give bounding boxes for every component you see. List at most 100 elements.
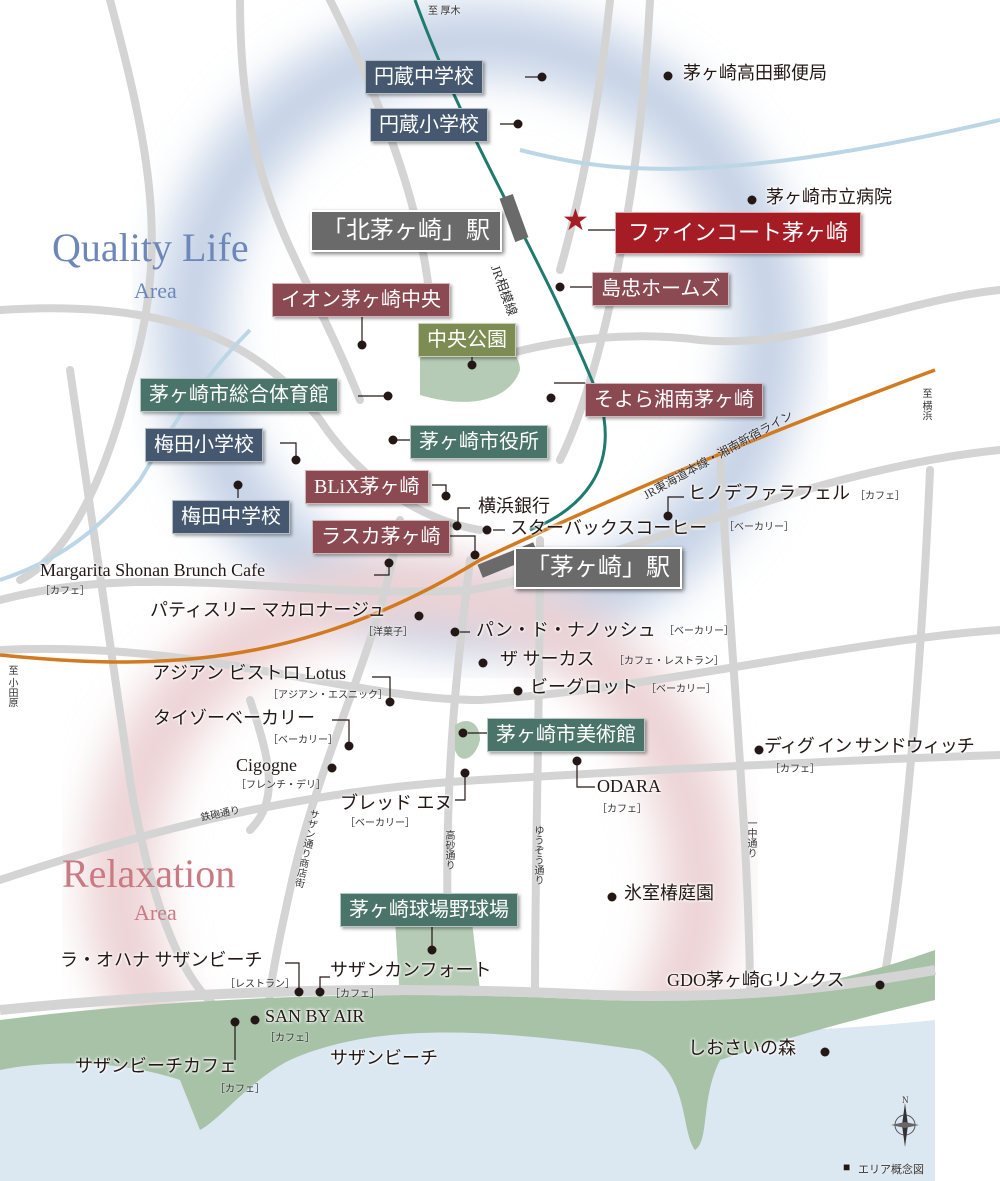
poi-label[interactable]: GDO茅ヶ崎Gリンクス — [667, 970, 845, 990]
station-chigasaki[interactable]: 「茅ヶ崎」駅 — [514, 547, 682, 589]
poi-category-tag: ［カフェ・レストラン］ — [614, 656, 724, 667]
poi-label[interactable]: ラ・オハナ サザンビーチ — [60, 950, 263, 970]
poi-label[interactable]: タイゾーベーカリー — [153, 708, 315, 728]
poi-marker-dot — [820, 1047, 830, 1057]
poi-label[interactable]: サザンビーチ — [330, 1048, 438, 1068]
poi-box-public[interactable]: 茅ヶ崎球場野球場 — [340, 893, 518, 927]
poi-marker-dot — [414, 611, 424, 621]
relaxation-area-sub: Area — [134, 900, 177, 925]
poi-box-public[interactable]: 茅ヶ崎市総合体育館 — [140, 378, 338, 412]
poi-marker-dot — [383, 391, 393, 401]
poi-category-tag: ［洋菓子］ — [363, 627, 413, 638]
road-label: 至 厚木 — [428, 6, 461, 17]
poi-box-commercial[interactable]: そよら湘南茅ヶ崎 — [585, 383, 763, 417]
poi-label[interactable]: Margarita Shonan Brunch Cafe — [40, 560, 266, 580]
poi-marker-dot — [460, 768, 470, 778]
poi-marker-dot — [427, 945, 437, 955]
poi-marker-dot — [385, 697, 395, 707]
poi-marker-dot — [663, 511, 673, 521]
poi-marker-dot — [467, 360, 477, 370]
poi-box-school[interactable]: 梅田小学校 — [145, 428, 263, 462]
road-label: 高砂通り — [443, 830, 454, 870]
road-label: ゆうぞう通り — [532, 825, 543, 885]
compass — [891, 1103, 919, 1147]
poi-marker-dot — [384, 558, 394, 568]
poi-marker-dot — [546, 393, 556, 403]
poi-marker-dot — [357, 340, 367, 350]
poi-label[interactable]: パン・ド・ナノッシュ — [476, 620, 656, 640]
poi-marker-dot — [607, 892, 617, 902]
poi-label[interactable]: 茅ヶ崎高田郵便局 — [683, 63, 827, 83]
poi-marker-dot — [513, 119, 523, 129]
poi-marker-dot — [663, 71, 673, 81]
poi-marker-dot — [250, 1015, 260, 1025]
poi-label[interactable]: ヒノデファラフェル — [688, 483, 850, 503]
poi-box-commercial[interactable]: ラスカ茅ヶ崎 — [312, 520, 450, 554]
poi-marker-dot — [344, 741, 354, 751]
poi-label[interactable]: 横浜銀行 — [478, 496, 550, 516]
legend-marker: ■ — [843, 1160, 851, 1174]
poi-marker-dot — [482, 525, 492, 535]
poi-label[interactable]: 氷室椿庭園 — [624, 883, 714, 903]
river — [519, 118, 1000, 171]
poi-box-commercial[interactable]: イオン茅ヶ崎中央 — [272, 283, 450, 317]
poi-marker-dot — [450, 627, 460, 637]
poi-label[interactable]: アジアン ビストロ Lotus — [152, 663, 347, 683]
poi-marker-dot — [572, 756, 582, 766]
station-kita-chigasaki[interactable]: 「北茅ヶ崎」駅 — [310, 210, 502, 252]
star-icon: ★ — [562, 204, 589, 237]
poi-box-school[interactable]: 円蔵小学校 — [370, 108, 488, 142]
poi-label[interactable]: スターバックスコーヒー — [510, 518, 708, 538]
poi-label[interactable]: SAN BY AIR — [265, 1006, 365, 1026]
poi-label[interactable]: ザ サーカス — [500, 649, 595, 669]
poi-box-school[interactable]: 梅田中学校 — [172, 500, 290, 534]
poi-marker-dot — [458, 728, 468, 738]
poi-box-public[interactable]: 茅ヶ崎市役所 — [410, 425, 548, 459]
poi-label[interactable]: ODARA — [597, 776, 662, 796]
poi-category-tag: ［カフェ］ — [330, 989, 380, 1000]
poi-label[interactable]: しおさいの森 — [688, 1038, 796, 1058]
poi-marker-dot — [555, 282, 565, 292]
poi-marker-dot — [315, 987, 325, 997]
poi-category-tag: ［カフェ］ — [855, 491, 905, 502]
poi-marker-dot — [327, 763, 337, 773]
poi-box-school[interactable]: 円蔵中学校 — [365, 60, 483, 94]
property-label-fine-court-chigasaki[interactable]: ファインコート茅ヶ崎 — [615, 212, 862, 254]
poi-box-public[interactable]: 茅ヶ崎市美術館 — [487, 718, 645, 752]
quality-life-area-sub: Area — [134, 278, 177, 303]
poi-marker-dot — [875, 980, 885, 990]
poi-label[interactable]: Cigogne — [236, 755, 297, 775]
poi-marker-dot — [230, 1017, 240, 1027]
baseball-park — [395, 905, 480, 1000]
poi-label[interactable]: パティスリー マカロナージュ — [150, 600, 386, 620]
poi-category-tag: ［ベーカリー］ — [345, 818, 415, 829]
poi-marker-dot — [233, 480, 243, 490]
road-label: 至 小田原 — [6, 665, 17, 708]
poi-category-tag: ［フレンチ・デリ］ — [236, 780, 326, 791]
jr-tokaido-line — [0, 368, 936, 664]
poi-label[interactable]: 茅ヶ崎市立病院 — [766, 187, 892, 207]
poi-label[interactable]: ディグ イン サンドウィッチ — [764, 736, 975, 756]
poi-label[interactable]: サザンビーチカフェ — [75, 1056, 237, 1076]
poi-label[interactable]: ブレッド エヌ — [340, 793, 453, 813]
museum-park — [455, 720, 480, 759]
poi-marker-dot — [754, 745, 764, 755]
road-label: 一中通り — [745, 818, 756, 858]
river — [0, 328, 252, 582]
poi-category-tag: ［カフェ］ — [597, 804, 647, 815]
poi-box-commercial[interactable]: BLiX茅ヶ崎 — [305, 470, 429, 504]
poi-marker-dot — [294, 987, 304, 997]
poi-label[interactable]: ビーグロット — [530, 677, 638, 697]
poi-category-tag: ［ベーカリー］ — [724, 522, 794, 533]
compass-north-label: N — [902, 1095, 909, 1105]
poi-box-park[interactable]: 中央公園 — [418, 323, 516, 357]
jr-sagami-line — [413, 0, 607, 532]
poi-marker-dot — [388, 435, 398, 445]
coast-road — [0, 965, 936, 1015]
roads — [0, 0, 1000, 1054]
poi-box-commercial[interactable]: 島忠ホームズ — [592, 272, 730, 306]
poi-marker-dot — [470, 550, 480, 560]
poi-category-tag: ［カフェ］ — [40, 586, 90, 597]
poi-label[interactable]: サザンカンフォート — [330, 960, 492, 980]
relaxation-area-title: Relaxation — [62, 851, 236, 896]
